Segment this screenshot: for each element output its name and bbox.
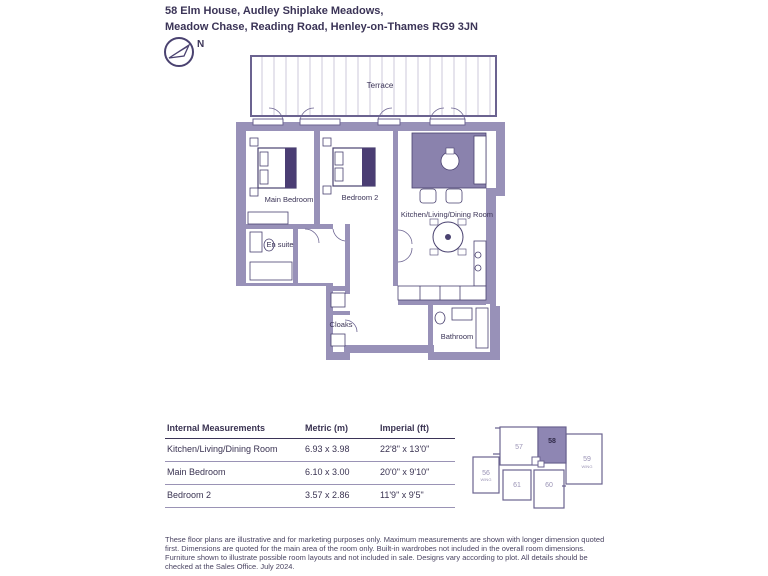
wing-label-56: WING (481, 477, 492, 482)
bedroom-2-bed-icon (322, 137, 376, 195)
room-name: Bedroom 2 (167, 490, 212, 500)
ensuite-label: En suite (266, 240, 293, 249)
key-plan: 57 58 59 56 61 60 WING WING (472, 426, 603, 509)
unit-58-highlight (537, 426, 567, 464)
header-internal-measurements: Internal Measurements (167, 423, 266, 433)
kitchen-units (397, 240, 487, 301)
cupboard (330, 292, 346, 308)
unit-56: 56 (482, 470, 490, 477)
measurements-table: Internal Measurements Metric (m) Imperia… (165, 418, 455, 508)
address-line-2: Meadow Chase, Reading Road, Henley-on-Th… (165, 21, 478, 33)
living-area-furniture (411, 132, 487, 256)
address-line-1: 58 Elm House, Audley Shiplake Meadows, (165, 5, 384, 17)
interior-doors (304, 228, 413, 333)
compass-label: N (197, 39, 204, 50)
imperial-value: 20'0" x 9'10" (380, 467, 430, 477)
cloaks-label: Cloaks (330, 320, 353, 329)
floor-plan: N Terrace (164, 37, 505, 360)
wing-label-59: WING (582, 464, 593, 469)
cloaks-wc (330, 333, 346, 347)
table-row: Main Bedroom 6.10 x 3.00 20'0" x 9'10" (165, 462, 455, 485)
room-name: Main Bedroom (167, 467, 226, 477)
room-name: Kitchen/Living/Dining Room (167, 444, 278, 454)
unit-60: 60 (545, 482, 553, 489)
table-row: Kitchen/Living/Dining Room 6.93 x 3.98 2… (165, 439, 455, 462)
address: 58 Elm House, Audley Shiplake Meadows, M… (165, 3, 478, 35)
table-header: Internal Measurements Metric (m) Imperia… (165, 418, 455, 439)
compass-icon (164, 37, 194, 67)
table-row: Bedroom 2 3.57 x 2.86 11'9" x 9'5" (165, 485, 455, 508)
header-imperial: Imperial (ft) (380, 423, 430, 433)
bathroom-fixtures (434, 307, 489, 349)
metric-value: 3.57 x 2.86 (305, 490, 350, 500)
imperial-value: 11'9" x 9'5" (380, 490, 424, 500)
unit-57: 57 (515, 444, 523, 451)
terrace-label: Terrace (367, 81, 394, 90)
main-bedroom-label: Main Bedroom (265, 195, 314, 204)
bedroom-2-label: Bedroom 2 (342, 193, 379, 202)
unit-59: 59 (583, 456, 591, 463)
imperial-value: 22'8" x 13'0" (380, 444, 430, 454)
metric-value: 6.93 x 3.98 (305, 444, 350, 454)
bathroom-label: Bathroom (441, 332, 474, 341)
header-metric: Metric (m) (305, 423, 349, 433)
unit-61: 61 (513, 482, 521, 489)
wardrobe (247, 211, 289, 225)
main-bedroom-bed-icon (249, 137, 297, 197)
terrace: Terrace (250, 55, 497, 117)
disclaimer: These floor plans are illustrative and f… (165, 535, 605, 571)
kitchen-label: Kitchen/Living/Dining Room (401, 210, 493, 219)
ensuite-fixtures (249, 231, 293, 281)
metric-value: 6.10 x 3.00 (305, 467, 350, 477)
unit-58: 58 (548, 438, 556, 445)
